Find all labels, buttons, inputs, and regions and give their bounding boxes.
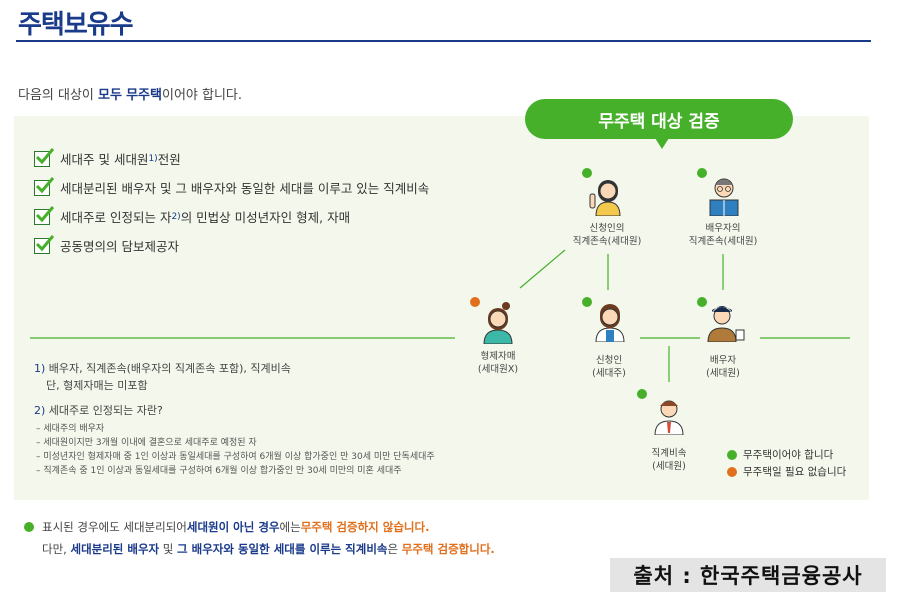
person-label-line2: (세대원X): [477, 364, 519, 375]
check-icon: [34, 176, 54, 196]
checklist-item: 세대분리된 배우자 및 그 배우자와 동일한 세대를 이루고 있는 직계비속: [34, 173, 429, 202]
footer-note-2: 다만, 세대분리된 배우자 및 그 배우자와 동일한 세대를 이루는 직계비속은…: [42, 541, 495, 557]
person-label-line2: (세대원): [652, 461, 686, 472]
checklist-text-after: 전원: [157, 152, 181, 167]
checklist-text: 세대주로 인정되는 자: [60, 210, 172, 225]
green-dot-icon: [24, 522, 34, 532]
check-icon: [34, 234, 54, 254]
person-label-line1: 배우자: [709, 355, 737, 366]
person-sibling-icon: [483, 302, 513, 344]
green-dot-icon: [582, 168, 592, 178]
green-dot-icon: [727, 449, 737, 460]
label-child: 직계비속 (세대원): [652, 447, 687, 473]
orange-dot-icon: [727, 466, 737, 477]
footnote-number: 1): [34, 362, 46, 375]
footnote-ref: 2): [171, 211, 181, 222]
footer-highlight: 세대원이 아닌 경우: [186, 520, 280, 534]
footer-text: 에는: [279, 520, 301, 534]
verification-bubble: 무주택 대상 검증: [525, 99, 793, 139]
label-sibling: 형제자매 (세대원X): [478, 350, 518, 376]
list-item: – 세대주의 배우자: [36, 424, 105, 434]
source-caption: 출처 : 한국주택금융공사: [610, 558, 886, 592]
footer-text: 은: [387, 542, 402, 556]
legend-text: 무주택일 필요 없습니다: [743, 466, 847, 478]
intro-prefix: 다음의 대상이: [18, 88, 99, 103]
green-dot-icon: [697, 297, 707, 307]
footer-text: 다만,: [42, 542, 71, 556]
checklist-text-after: 의 민법상 미성년자인 형제, 자매: [180, 210, 351, 225]
intro-text: 다음의 대상이 모두 무주택이어야 합니다.: [18, 84, 242, 103]
footnote-ref: 1): [148, 153, 158, 164]
label-spouse: 배우자 (세대원): [706, 354, 740, 380]
green-dot-icon: [582, 297, 592, 307]
footnote-1: 1) 배우자, 직계존속(배우자의 직계존속 포함), 직계비속 단, 형제자매…: [34, 360, 291, 394]
footer-highlight: 무주택 검증합니다.: [401, 542, 495, 556]
person-label-line1: 신청인의: [589, 223, 625, 234]
footnote-2: 2) 세대주로 인정되는 자란?: [34, 402, 163, 418]
person-label-line2: 직계존속(세대원): [688, 236, 758, 247]
green-dot-icon: [697, 168, 707, 178]
title-divider: [16, 40, 871, 42]
person-child-icon: [654, 400, 684, 435]
person-label-line2: (세대원): [706, 368, 740, 379]
label-spouse-parent: 배우자의 직계존속(세대원): [689, 222, 758, 248]
legend-text: 무주택이어야 합니다: [743, 449, 834, 461]
green-dot-icon: [637, 389, 647, 399]
person-label-line2: 직계존속(세대원): [572, 236, 642, 247]
list-item: – 직계존속 중 1인 이상과 동일세대를 구성하여 6개월 이상 합가중인 만…: [36, 466, 402, 476]
checklist-item: 공동명의의 담보제공자: [34, 231, 429, 260]
person-applicant-icon: [595, 304, 625, 342]
footnote-text: 배우자, 직계존속(배우자의 직계존속 포함), 직계비속: [45, 362, 291, 375]
footer-highlight: 그 배우자와 동일한 세대를 이루는 직계비속: [177, 542, 388, 556]
orange-dot-icon: [470, 297, 480, 307]
list-item: – 세대원이지만 3개월 이내에 결혼으로 세대주로 예정된 자: [36, 438, 257, 448]
person-woman-icon: [589, 180, 621, 216]
person-label-line1: 직계비속: [651, 448, 687, 459]
checklist-text: 세대주 및 세대원: [60, 152, 149, 167]
footnote-number: 2): [34, 404, 46, 417]
label-applicant-parent: 신청인의 직계존속(세대원): [573, 222, 642, 248]
person-reading-icon: [709, 178, 739, 216]
legend-item-orange: 무주택일 필요 없습니다: [727, 463, 846, 480]
footer-highlight: 세대분리된 배우자: [70, 542, 160, 556]
person-spouse-icon: [707, 306, 745, 342]
checklist-text: 세대분리된 배우자 및 그 배우자와 동일한 세대를 이루고 있는 직계비속: [60, 181, 430, 196]
connector-line: [519, 249, 566, 289]
footnote-text: 세대주로 인정되는 자란?: [45, 404, 163, 417]
check-icon: [34, 205, 54, 225]
person-label-line1: 형제자매: [480, 351, 516, 362]
footer-text: 및: [159, 542, 178, 556]
footer-highlight: 무주택 검증하지 않습니다.: [300, 520, 430, 534]
intro-suffix: 이어야 합니다.: [161, 88, 243, 103]
intro-highlight-homeless: 무주택: [126, 88, 162, 103]
person-label-line1: 배우자의: [705, 223, 741, 234]
footnote-2-list: – 세대주의 배우자 – 세대원이지만 3개월 이내에 결혼으로 세대주로 예정…: [36, 422, 435, 478]
footer-text: 표시된 경우에도 세대분리되어: [42, 520, 187, 534]
intro-highlight-all: 모두: [98, 88, 122, 103]
legend-item-green: 무주택이어야 합니다: [727, 446, 846, 463]
label-applicant: 신청인 (세대주): [592, 354, 626, 380]
checklist-text: 공동명의의 담보제공자: [60, 239, 179, 254]
footnote-text-2: 단, 형제자매는 미포함: [46, 379, 148, 392]
check-icon: [34, 147, 54, 167]
person-label-line1: 신청인: [595, 355, 623, 366]
person-label-line2: (세대주): [592, 368, 626, 379]
list-item: – 미성년자인 형제자매 중 1인 이상과 동일세대를 구성하여 6개월 이상 …: [36, 452, 435, 462]
page-title: 주택보유수: [18, 10, 134, 40]
legend: 무주택이어야 합니다 무주택일 필요 없습니다: [727, 446, 846, 480]
bubble-tail: [655, 138, 669, 149]
